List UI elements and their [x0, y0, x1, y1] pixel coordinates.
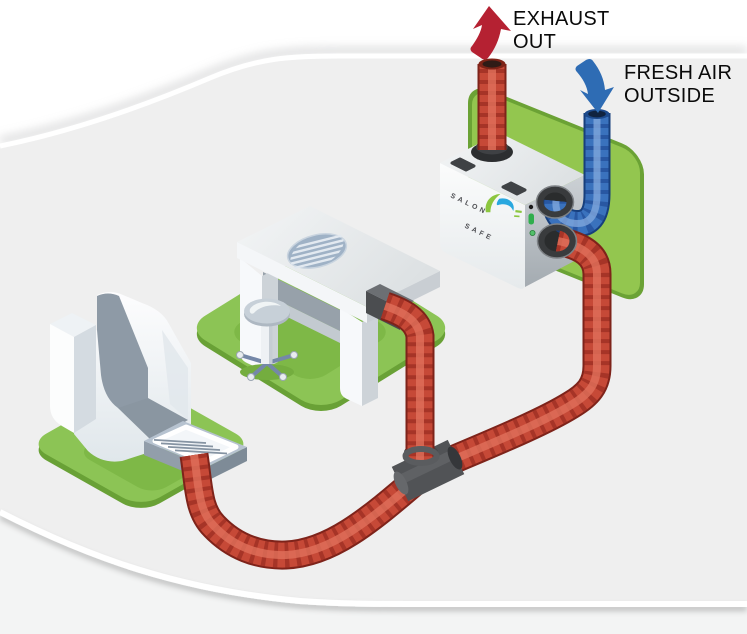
footrest-side [207, 447, 247, 481]
fresh-air-label-line2: OUTSIDE [624, 85, 715, 107]
flow-arrows [470, 6, 614, 113]
fresh-air-duct-hole [588, 110, 606, 118]
stool-stem-shade [269, 318, 273, 364]
exhaust-label-line1: EXHAUST [513, 8, 610, 30]
table-underside-shadow [263, 272, 340, 331]
pedicure-chair [50, 292, 247, 481]
chair-footrest-vent [144, 421, 247, 481]
fresh-air-down-arrow [575, 59, 614, 113]
chair-suction-duct [179, 452, 430, 570]
fresh-air-port-rim [535, 185, 575, 219]
stool-seat-highlight [249, 301, 281, 314]
chair-armrest-top [50, 313, 96, 337]
unit-top-vent-slot [501, 181, 527, 196]
footrest-grille-slats [153, 439, 228, 455]
return-duct-to-unit [428, 223, 612, 482]
exhaust-label-line2: OUT [513, 31, 557, 53]
exhaust-duct-hole [482, 60, 502, 68]
exhaust-out-label: EXHAUST OUT [513, 8, 610, 54]
chair-back-cushion [97, 293, 148, 412]
chair-armrest-front [50, 324, 74, 433]
exhaust-up-arrow [470, 6, 511, 60]
chair-wing-shade [162, 330, 188, 420]
unit-left-face [440, 163, 525, 289]
stool-stem [261, 318, 272, 364]
salon-safe-swirl-icon [485, 193, 522, 218]
unit-top-vent-slot [450, 157, 476, 172]
chair-armrest-side [74, 325, 96, 433]
vent-slats [284, 233, 350, 271]
return-port-ring [537, 223, 577, 259]
tabletop-front-edge [237, 242, 367, 323]
stool-casters [236, 351, 298, 381]
return-port-rim [536, 223, 578, 259]
table-suction-duct [380, 292, 440, 466]
chair-seat [118, 398, 188, 441]
manicure-table [237, 206, 440, 406]
fresh-air-outside-label: FRESH AIR OUTSIDE [624, 62, 732, 108]
t-junction-collar-ring [402, 446, 440, 466]
stool [236, 298, 298, 381]
fresh-air-duct [535, 109, 611, 237]
bottom-strip [0, 512, 747, 634]
exhaust-duct [477, 58, 507, 150]
table-vent-grille [284, 233, 350, 271]
fresh-air-label-line1: FRESH AIR [624, 62, 733, 84]
top-curve-shadow [0, 46, 747, 146]
bottom-wave-ribbon [0, 509, 747, 607]
t-junction-rim-left [393, 471, 409, 495]
t-junction-barrel-highlight [399, 449, 457, 484]
unit-status-leds [528, 204, 536, 236]
table-right-leg [340, 308, 362, 406]
fresh-air-port-ring [536, 185, 574, 219]
t-junction-rim-right [447, 446, 463, 470]
top-curve-ribbon [0, 53, 747, 149]
table-right-leg-side [362, 314, 378, 406]
